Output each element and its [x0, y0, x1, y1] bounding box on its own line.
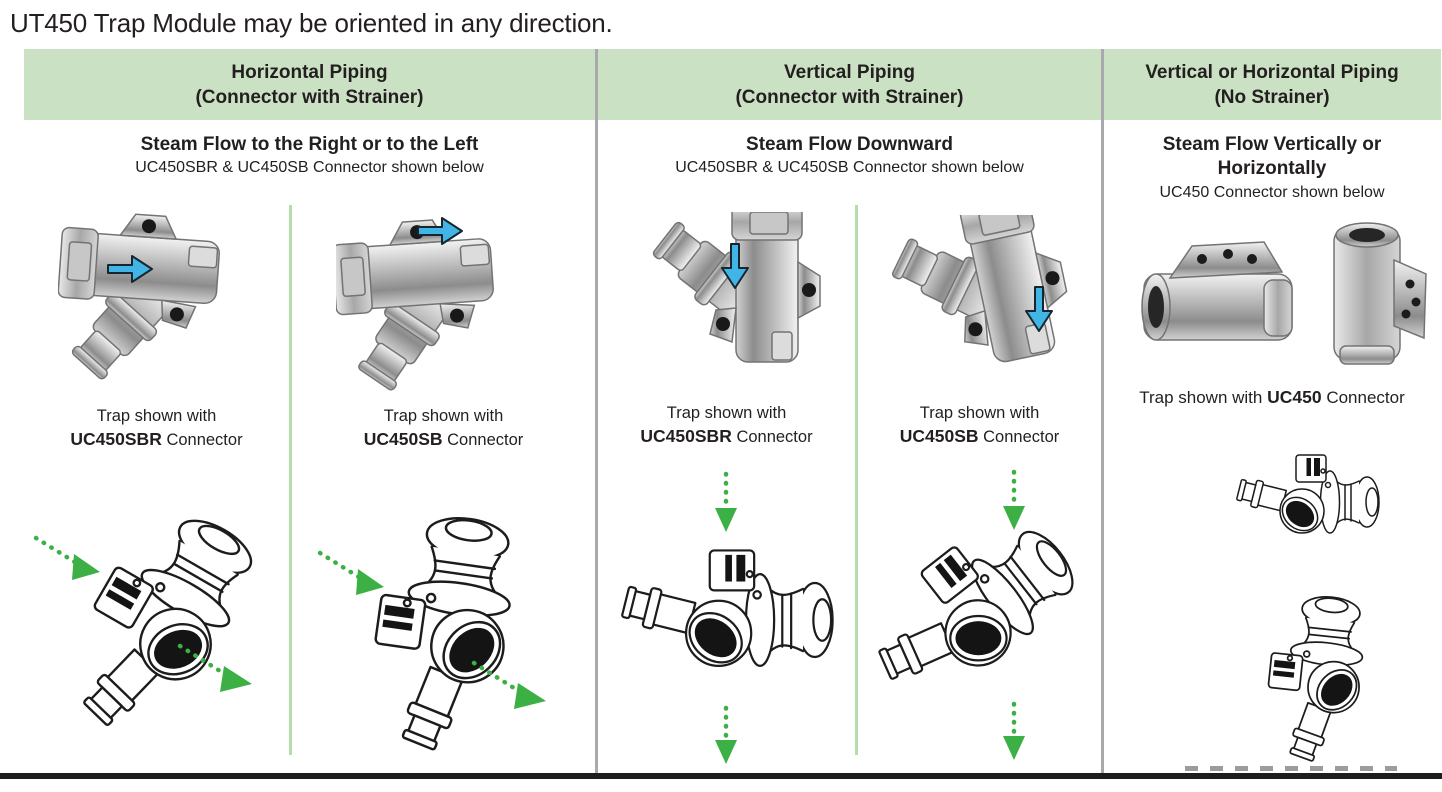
model-name: UC450: [1267, 387, 1322, 407]
subtitle-steam-flow: Steam Flow Vertically or Horizontally: [1162, 134, 1382, 179]
drawing-trap-with-uc450sbr-vertical: [619, 471, 834, 764]
header-line2: (No Strainer): [1214, 86, 1330, 108]
steam-flow-in-diagonal-arrow-icon: [33, 535, 100, 580]
photo-uc450sbr-connector-vertical: [645, 212, 821, 363]
drawing-trap-with-uc450-vertical: [1260, 590, 1375, 768]
steam-flow-out-diagonal-arrow-icon: [177, 643, 252, 692]
caption-suffix: Connector: [447, 431, 524, 449]
photo-caption: Trap shown with UC450SB Connector: [292, 405, 595, 452]
photo-caption: Trap shown with UC450SB Connector: [858, 402, 1101, 449]
steam-flow-in-down-arrow-icon: [715, 471, 737, 532]
model-name: UC450SBR: [70, 429, 162, 449]
caption-line1: Trap shown with: [96, 407, 217, 425]
header-line1: Horizontal Piping: [231, 61, 388, 83]
photo-uc450sbr-connector: [58, 208, 223, 395]
connector-note: UC450SBR & UC450SB Connector shown below: [675, 159, 1024, 176]
photo-caption: Trap shown with UC450SBR Connector: [598, 402, 855, 449]
caption-suffix: Connector: [736, 428, 813, 446]
photo-uc450-connector-vertical: [1333, 222, 1427, 365]
subtitle-steam-flow: Steam Flow Downward: [746, 134, 953, 155]
caption-line1: Trap shown with: [383, 407, 504, 425]
steam-flow-out-diagonal-arrow-icon: [471, 660, 546, 709]
column-header-horizontal-piping: Horizontal Piping (Connector with Strain…: [24, 49, 595, 120]
steam-flow-in-down-arrow-icon: [1003, 469, 1025, 530]
caption-suffix: Connector: [166, 431, 243, 449]
drawing-trap-with-uc450sbr: [33, 491, 276, 759]
connector-note: UC450SBR & UC450SB Connector shown below: [135, 159, 484, 176]
page-title: UT450 Trap Module may be oriented in any…: [10, 8, 613, 38]
column-header-no-strainer: Vertical or Horizontal Piping (No Strain…: [1104, 49, 1440, 120]
photo-uc450-connector-horizontal: [1141, 241, 1293, 341]
photo-uc450sb-connector-vertical: [884, 215, 1079, 384]
caption-suffix: Connector: [1326, 388, 1405, 407]
photo-caption: Trap shown with UC450SBR Connector: [24, 405, 289, 452]
sub-column-divider: [289, 205, 292, 755]
sub-column-divider: [855, 205, 858, 755]
subtitle-steam-flow: Steam Flow to the Right or to the Left: [140, 134, 479, 155]
model-name: UC450SBR: [640, 426, 732, 446]
table-header-bar: [24, 49, 1441, 120]
header-line1: Vertical or Horizontal Piping: [1145, 61, 1399, 83]
header-line1: Vertical Piping: [784, 61, 915, 83]
caption-line1: Trap shown with: [666, 404, 787, 422]
photo-caption: Trap shown with UC450 Connector: [1104, 386, 1440, 409]
drawing-trap-with-uc450-horizontal: [1235, 454, 1380, 539]
column-divider: [1101, 49, 1104, 773]
column-divider: [595, 49, 598, 773]
drawing-trap-with-uc450sb: [317, 507, 546, 761]
connector-note: UC450 Connector shown below: [1159, 184, 1385, 201]
steam-flow-out-down-arrow-icon: [1003, 701, 1025, 760]
caption-suffix: Connector: [983, 428, 1060, 446]
model-name: UC450SB: [363, 429, 443, 449]
steam-flow-out-down-arrow-icon: [715, 705, 737, 764]
steam-flow-in-diagonal-arrow-icon: [317, 550, 384, 595]
header-line2: (Connector with Strainer): [735, 86, 964, 108]
model-name: UC450SB: [899, 426, 979, 446]
caption-prefix: Trap shown with: [1139, 388, 1263, 407]
drawing-trap-with-uc450sb-vertical: [866, 469, 1094, 760]
clipped-caption-fragment: [1185, 766, 1397, 771]
page-bottom-rule: [0, 773, 1442, 779]
caption-line1: Trap shown with: [919, 404, 1040, 422]
column-header-vertical-piping: Vertical Piping (Connector with Strainer…: [598, 49, 1101, 120]
header-line2: (Connector with Strainer): [195, 86, 424, 108]
photo-uc450sb-connector: [336, 215, 501, 397]
